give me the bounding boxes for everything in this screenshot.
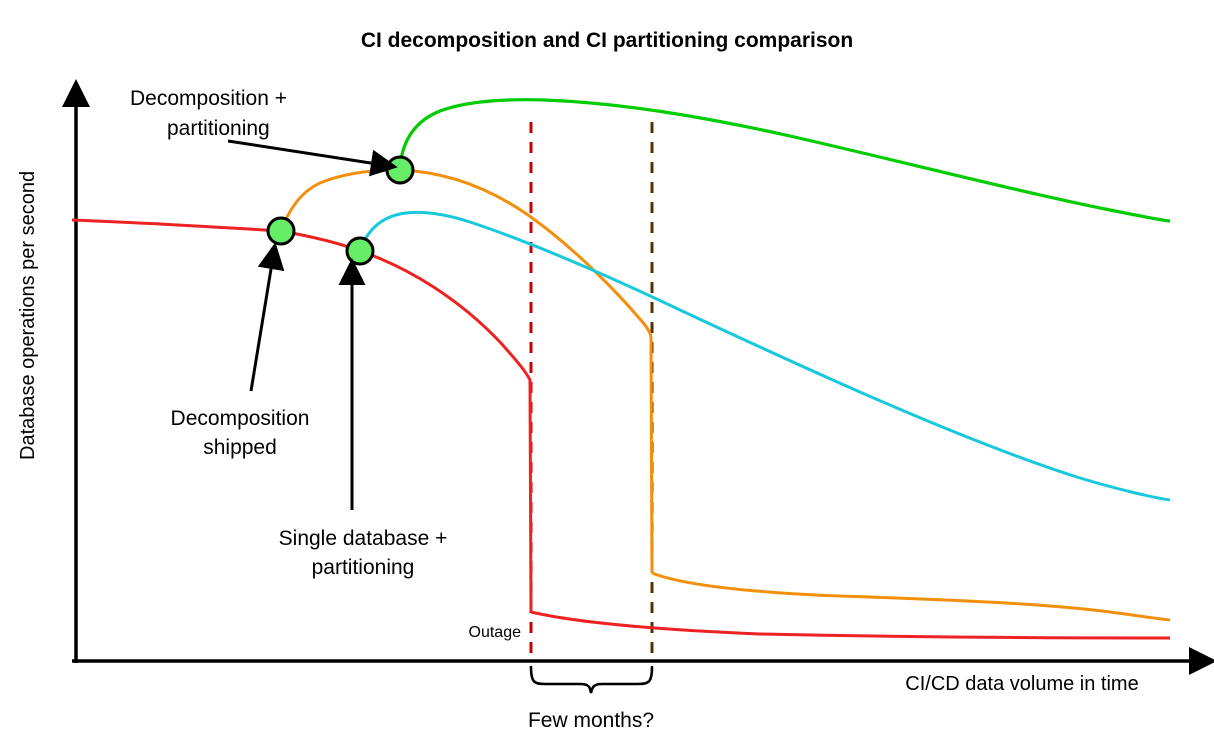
decomposition-shipped-marker[interactable] — [266, 216, 296, 246]
annotation-single-db-partitioning-line1: Single database + — [279, 527, 448, 550]
series-baseline-red-tail — [530, 610, 1171, 640]
annotation-decomposition-shipped-line2: shipped — [203, 436, 277, 459]
series-both-green — [398, 98, 1171, 223]
annotation-arrow-decomposition-shipped — [249, 242, 285, 392]
annotation-arrow-decomposition-partitioning — [227, 139, 398, 177]
annotation-decomposition-partitioning-line1: Decomposition + — [130, 87, 287, 110]
annotation-decomposition-shipped-line1: Decomposition — [171, 407, 310, 430]
annotation-decomposition-partitioning-line2: partitioning — [167, 117, 270, 140]
single-db-partitioning-marker[interactable] — [345, 236, 375, 266]
few-months-brace — [529, 665, 654, 694]
series-decomposition-orange — [279, 168, 654, 574]
x-axis-label: CI/CD data volume in time — [905, 673, 1138, 695]
few-months-label: Few months? — [528, 709, 654, 732]
series-partitioning-cyan — [358, 210, 1171, 502]
y-axis-label: Database operations per second — [17, 171, 39, 460]
annotation-single-db-partitioning-line2: partitioning — [312, 556, 415, 579]
series-decomposition-orange-tail — [651, 571, 1171, 622]
outage-label: Outage — [469, 624, 522, 641]
decomposition-partitioning-marker[interactable] — [385, 155, 415, 185]
page-title: CI decomposition and CI partitioning com… — [361, 29, 853, 52]
